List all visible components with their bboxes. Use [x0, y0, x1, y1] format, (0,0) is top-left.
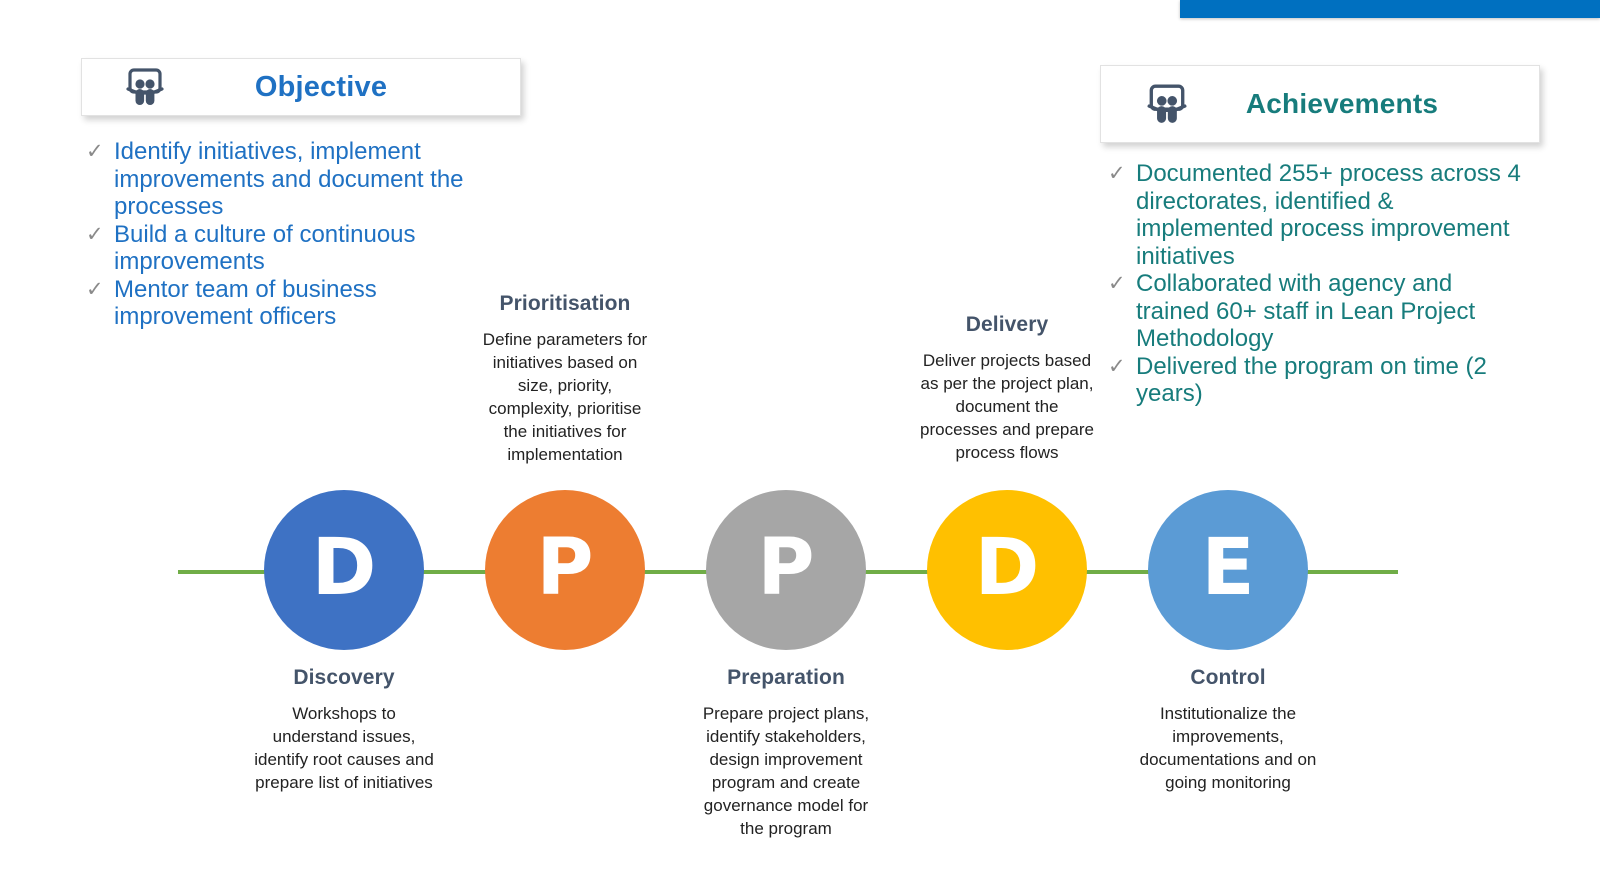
list-item: ✓ Documented 255+ process across 4 direc… — [1102, 160, 1532, 270]
list-item: ✓ Mentor team of business improvement of… — [80, 276, 500, 331]
people-team-icon — [1145, 83, 1189, 125]
check-icon: ✓ — [1108, 354, 1126, 378]
achievements-bullet-list: ✓ Documented 255+ process across 4 direc… — [1102, 160, 1532, 408]
process-circle-delivery: D — [927, 490, 1087, 650]
stage-title-discovery: Discovery — [293, 666, 395, 689]
list-item: ✓ Collaborated with agency and trained 6… — [1102, 270, 1532, 353]
stage-desc-prioritisation: Define parameters for initiatives based … — [482, 330, 648, 464]
stage-block-prioritisation: Prioritisation Define parameters for ini… — [475, 292, 655, 466]
objective-header-card: Objective — [81, 58, 521, 116]
top-accent-bar — [1180, 0, 1600, 18]
process-circle-letter: D — [311, 523, 377, 613]
check-icon: ✓ — [86, 140, 104, 163]
list-item: ✓ Build a culture of continuous improvem… — [80, 221, 500, 276]
process-circle-preparation: P — [706, 490, 866, 650]
stage-title-control: Control — [1190, 666, 1266, 689]
check-icon: ✓ — [1108, 162, 1126, 185]
process-circle-control: E — [1148, 490, 1308, 650]
objective-bullet-text: Mentor team of business improvement offi… — [114, 275, 377, 331]
achievement-bullet-text: Collaborated with agency and trained 60+… — [1136, 270, 1476, 352]
list-item: ✓ Identify initiatives, implement improv… — [80, 138, 500, 221]
stage-desc-discovery: Workshops to understand issues, identify… — [254, 704, 434, 792]
stage-block-delivery: Delivery Deliver projects based as per t… — [915, 313, 1099, 464]
stage-block-preparation: Preparation Prepare project plans, ident… — [694, 666, 878, 840]
stage-title-prioritisation: Prioritisation — [499, 292, 631, 315]
achievement-bullet-text: Documented 255+ process across 4 directo… — [1136, 160, 1521, 270]
check-icon: ✓ — [86, 222, 104, 246]
stage-block-discovery: Discovery Workshops to understand issues… — [254, 666, 434, 794]
check-icon: ✓ — [1108, 272, 1126, 295]
objective-bullet-text: Identify initiatives, implement improvem… — [114, 138, 464, 220]
process-circle-prioritisation: P — [485, 490, 645, 650]
stage-desc-delivery: Deliver projects based as per the projec… — [920, 351, 1094, 462]
objective-title: Objective — [254, 70, 388, 103]
achievements-title: Achievements — [1245, 88, 1439, 119]
stage-desc-control: Institutionalize the improvements, docum… — [1139, 704, 1317, 792]
stage-block-control: Control Institutionalize the improvement… — [1136, 666, 1320, 794]
process-circle-letter: E — [1201, 523, 1255, 613]
stage-desc-preparation: Prepare project plans, identify stakehol… — [702, 704, 870, 838]
objective-bullet-text: Build a culture of continuous improvemen… — [114, 220, 416, 276]
stage-title-delivery: Delivery — [965, 313, 1049, 336]
process-circle-letter: P — [757, 523, 815, 613]
objective-bullet-list: ✓ Identify initiatives, implement improv… — [80, 138, 500, 331]
achievements-header-card: Achievements — [1100, 65, 1540, 143]
list-item: ✓ Delivered the program on time (2 years… — [1102, 353, 1532, 408]
check-icon: ✓ — [86, 277, 104, 301]
process-circle-letter: D — [974, 523, 1040, 613]
achievement-bullet-text: Delivered the program on time (2 years) — [1136, 352, 1487, 408]
people-team-icon — [124, 67, 166, 107]
stage-title-preparation: Preparation — [727, 666, 845, 689]
process-circle-discovery: D — [264, 490, 424, 650]
process-circle-letter: P — [536, 523, 594, 613]
